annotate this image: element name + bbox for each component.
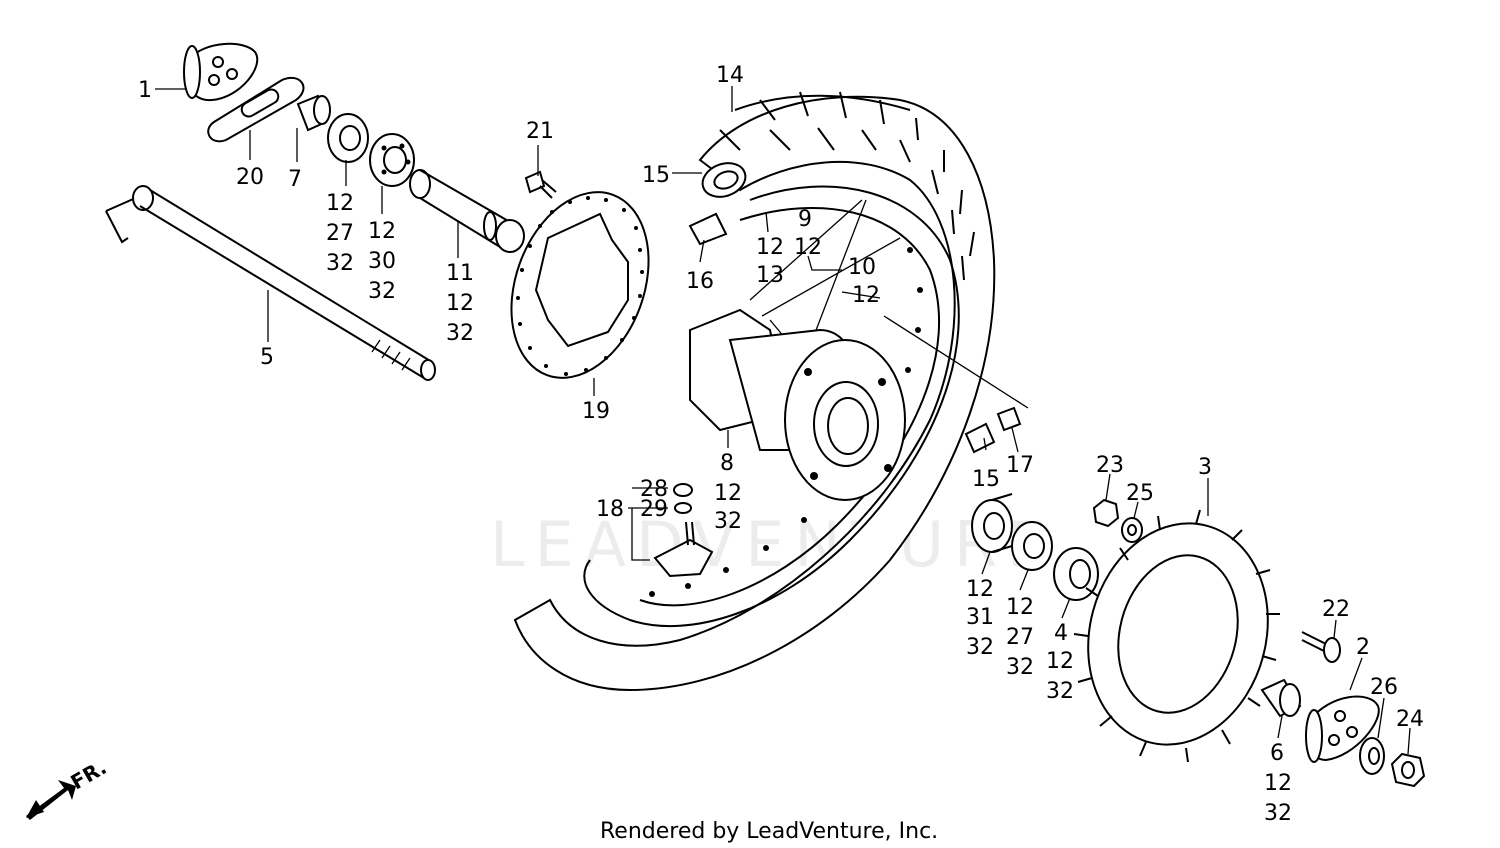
label-12-k: 12 bbox=[1264, 771, 1292, 796]
tube-valve-top[interactable] bbox=[698, 157, 750, 202]
label-27-b: 27 bbox=[1006, 625, 1034, 650]
label-32-b: 32 bbox=[368, 279, 396, 304]
valve-stem[interactable] bbox=[964, 422, 996, 454]
rear-hub[interactable] bbox=[689, 308, 906, 501]
sprocket-flange[interactable] bbox=[1053, 547, 1099, 601]
label-12-a: 12 bbox=[326, 191, 354, 216]
rim-band[interactable] bbox=[688, 212, 728, 246]
watermark: LEADVENTURE bbox=[490, 508, 1056, 581]
label-29: 29 bbox=[640, 497, 668, 522]
label-12-h: 12 bbox=[966, 577, 994, 602]
label-32-a: 32 bbox=[326, 251, 354, 276]
label-11: 11 bbox=[446, 261, 474, 286]
label-32-k: 32 bbox=[1264, 801, 1292, 826]
label-32-h: 32 bbox=[966, 635, 994, 660]
valve-leader bbox=[883, 315, 1029, 409]
label-2: 2 bbox=[1356, 635, 1370, 660]
brake-disc[interactable] bbox=[487, 173, 673, 397]
sprocket-nut[interactable] bbox=[1092, 498, 1120, 528]
label-32-g: 32 bbox=[714, 509, 742, 534]
label-15-bot: 15 bbox=[972, 467, 1000, 492]
label-5: 5 bbox=[260, 345, 274, 370]
label-12-j: 12 bbox=[1046, 649, 1074, 674]
label-12-b: 12 bbox=[368, 219, 396, 244]
label-12-c: 12 bbox=[446, 291, 474, 316]
label-1: 1 bbox=[138, 78, 152, 103]
axle-collar[interactable] bbox=[296, 94, 331, 132]
valve-cap[interactable] bbox=[996, 406, 1022, 432]
label-18: 18 bbox=[596, 497, 624, 522]
label-21: 21 bbox=[526, 119, 554, 144]
label-27-a: 27 bbox=[326, 221, 354, 246]
right-chain-adjuster[interactable] bbox=[1305, 695, 1380, 763]
front-direction-indicator: FR. bbox=[26, 755, 111, 820]
label-10: 10 bbox=[848, 255, 876, 280]
rim-lock-washer[interactable] bbox=[674, 502, 692, 514]
label-28: 28 bbox=[640, 477, 668, 502]
leader-lines bbox=[155, 86, 1411, 755]
label-32-j: 32 bbox=[1046, 679, 1074, 704]
label-24: 24 bbox=[1396, 707, 1424, 732]
label-22: 22 bbox=[1322, 597, 1350, 622]
label-12-i: 12 bbox=[1006, 595, 1034, 620]
label-17: 17 bbox=[1006, 453, 1034, 478]
bearing-30[interactable] bbox=[369, 133, 415, 187]
label-12-f: 12 bbox=[852, 283, 880, 308]
oil-seal-right[interactable] bbox=[1011, 521, 1053, 571]
label-25: 25 bbox=[1126, 481, 1154, 506]
rear-axle[interactable] bbox=[105, 185, 436, 381]
label-32-c: 32 bbox=[446, 321, 474, 346]
label-12-g: 12 bbox=[714, 481, 742, 506]
label-23: 23 bbox=[1096, 453, 1124, 478]
label-30: 30 bbox=[368, 249, 396, 274]
callout-labels: 1 20 7 12 27 32 12 30 32 11 12 32 5 21 1… bbox=[138, 63, 1424, 826]
label-7: 7 bbox=[288, 167, 302, 192]
left-chain-adjuster[interactable] bbox=[183, 42, 259, 102]
footer-credit: Rendered by LeadVenture, Inc. bbox=[600, 819, 938, 844]
label-4: 4 bbox=[1054, 621, 1068, 646]
label-12-d: 12 bbox=[756, 235, 784, 260]
right-collar[interactable] bbox=[1260, 678, 1302, 718]
axle-nut[interactable] bbox=[1390, 752, 1426, 788]
rim-lock[interactable] bbox=[653, 521, 714, 578]
label-13: 13 bbox=[756, 263, 784, 288]
label-14: 14 bbox=[716, 63, 744, 88]
label-3: 3 bbox=[1198, 455, 1212, 480]
label-31: 31 bbox=[966, 605, 994, 630]
label-9: 9 bbox=[798, 207, 812, 232]
label-16: 16 bbox=[686, 269, 714, 294]
oil-seal-left[interactable] bbox=[327, 113, 369, 163]
arrow-icon bbox=[26, 800, 44, 818]
sprocket-washer[interactable] bbox=[1121, 517, 1143, 543]
label-15-top: 15 bbox=[642, 163, 670, 188]
driven-sprocket[interactable] bbox=[1064, 503, 1292, 765]
label-20: 20 bbox=[236, 165, 264, 190]
axle-washer[interactable] bbox=[1359, 737, 1385, 775]
label-8: 8 bbox=[720, 451, 734, 476]
label-6: 6 bbox=[1270, 741, 1284, 766]
rear-tire[interactable] bbox=[513, 91, 996, 692]
adjuster-bolt[interactable] bbox=[1301, 631, 1341, 663]
label-26: 26 bbox=[1370, 675, 1398, 700]
label-19: 19 bbox=[582, 399, 610, 424]
label-12-e: 12 bbox=[794, 235, 822, 260]
disc-bolt[interactable] bbox=[524, 170, 557, 199]
bearing-31[interactable] bbox=[971, 493, 1013, 553]
distance-collar[interactable] bbox=[409, 169, 525, 253]
rim-lock-nut[interactable] bbox=[673, 483, 693, 497]
axle-plate[interactable] bbox=[207, 77, 305, 143]
label-32-i: 32 bbox=[1006, 655, 1034, 680]
